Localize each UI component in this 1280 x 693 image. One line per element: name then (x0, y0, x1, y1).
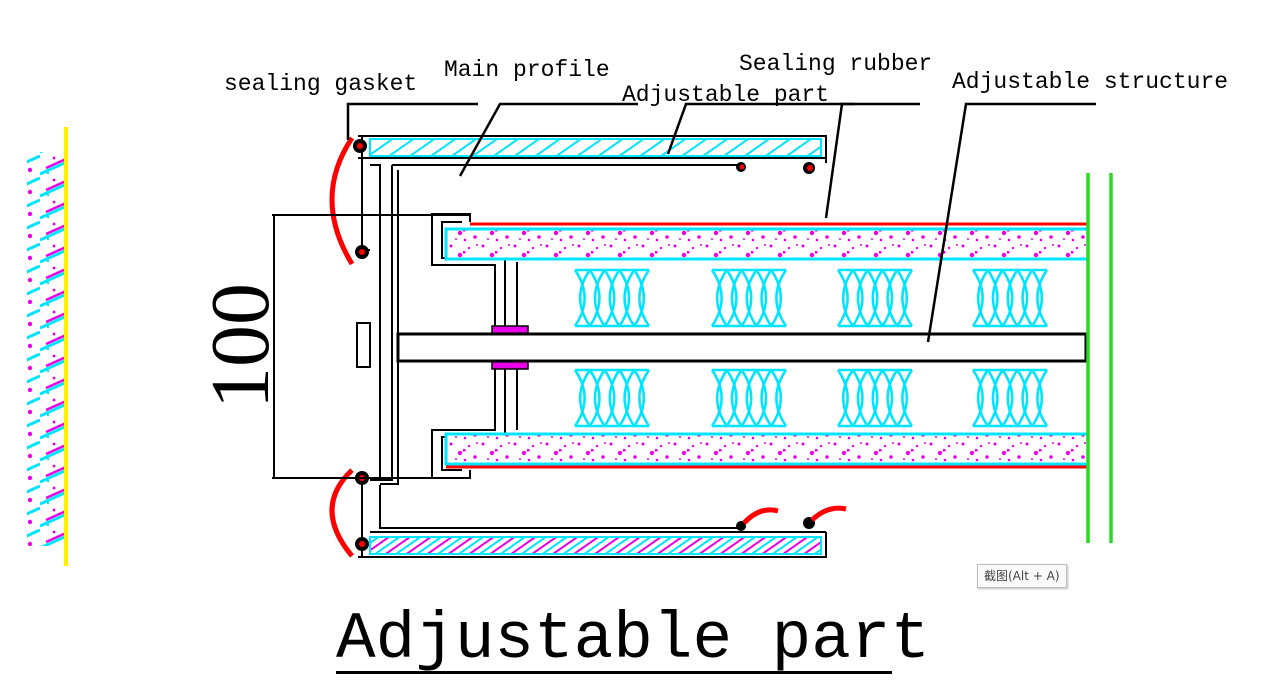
mesh-block (710, 268, 788, 328)
screenshot-tooltip: 截图(Alt + A) (977, 564, 1067, 588)
label-adjustable-part: Adjustable part (622, 82, 829, 108)
mesh-block (573, 368, 651, 428)
bottom-adjustable-panel (358, 477, 847, 558)
mesh-blocks (573, 268, 1049, 428)
label-sealing-rubber: Sealing rubber (739, 51, 932, 77)
label-main-profile: Main profile (444, 57, 610, 83)
dimension-100: 100 (194, 214, 470, 479)
adjustable-structure (396, 213, 1088, 479)
label-adjustable-structure: Adjustable structure (952, 69, 1228, 95)
mesh-block (971, 268, 1049, 328)
mesh-block (710, 368, 788, 428)
mesh-block (573, 268, 651, 328)
wall-section (27, 127, 68, 566)
caption-underline (336, 671, 892, 674)
insulation-board-top (444, 222, 1090, 261)
leader-lines (346, 102, 1096, 343)
sealing-gasket-bottom (329, 468, 369, 558)
glass-edge (1086, 173, 1113, 543)
caption-title: Adjustable part (336, 602, 931, 677)
mesh-block (836, 268, 914, 328)
mesh-block (836, 368, 914, 428)
insulation-board-bottom (444, 432, 1090, 469)
top-adjustable-panel (358, 135, 827, 251)
label-sealing-gasket: sealing gasket (224, 71, 417, 97)
main-profile (356, 164, 740, 529)
sealing-gasket-top (329, 136, 369, 266)
mesh-block (971, 368, 1049, 428)
dimension-value: 100 (194, 283, 287, 409)
